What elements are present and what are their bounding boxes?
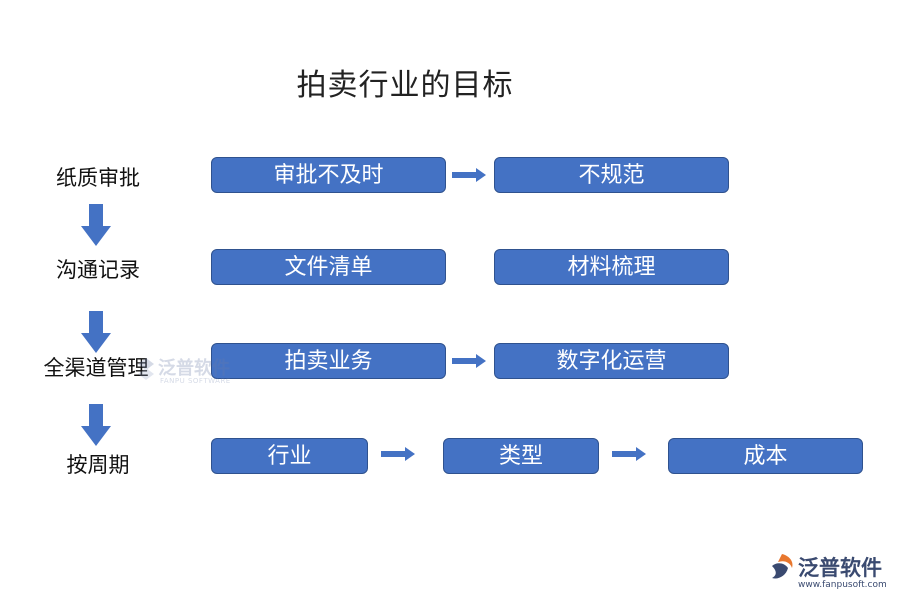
box-industry: 行业	[211, 438, 368, 474]
right-arrow-icon	[452, 168, 486, 182]
box-file-list: 文件清单	[211, 249, 446, 285]
box-digital-operation: 数字化运营	[494, 343, 729, 379]
stage-label-by-cycle: 按周期	[66, 453, 130, 477]
stage-label-communication-record: 沟通记录	[56, 258, 140, 282]
box-auction-business: 拍卖业务	[211, 343, 446, 379]
down-arrow-icon	[81, 311, 111, 353]
down-arrow-icon	[81, 204, 111, 246]
down-arrow-icon	[81, 404, 111, 446]
diagram-title: 拍卖行业的目标	[296, 68, 514, 103]
brand-logo: 泛普软件 www.fanpusoft.com	[768, 552, 894, 598]
stage-label-omnichannel-management: 全渠道管理	[43, 356, 149, 380]
right-arrow-icon	[381, 447, 415, 461]
box-cost: 成本	[668, 438, 863, 474]
brand-logo-url: www.fanpusoft.com	[798, 580, 887, 590]
brand-logo-icon	[772, 554, 793, 579]
watermark-subtext: FANPU SOFTWARE	[160, 377, 231, 385]
right-arrow-icon	[452, 354, 486, 368]
watermark-text: 泛普软件	[158, 358, 230, 379]
stage-label-paper-approval: 纸质审批	[56, 166, 140, 190]
watermark: 泛普软件 FANPU SOFTWARE	[136, 352, 246, 392]
right-arrow-icon	[612, 447, 646, 461]
box-not-standardized: 不规范	[494, 157, 729, 193]
box-approval-delay: 审批不及时	[211, 157, 446, 193]
brand-logo-text: 泛普软件	[798, 556, 882, 580]
box-material-sorting: 材料梳理	[494, 249, 729, 285]
box-type: 类型	[443, 438, 599, 474]
watermark-logo-icon	[138, 358, 154, 380]
